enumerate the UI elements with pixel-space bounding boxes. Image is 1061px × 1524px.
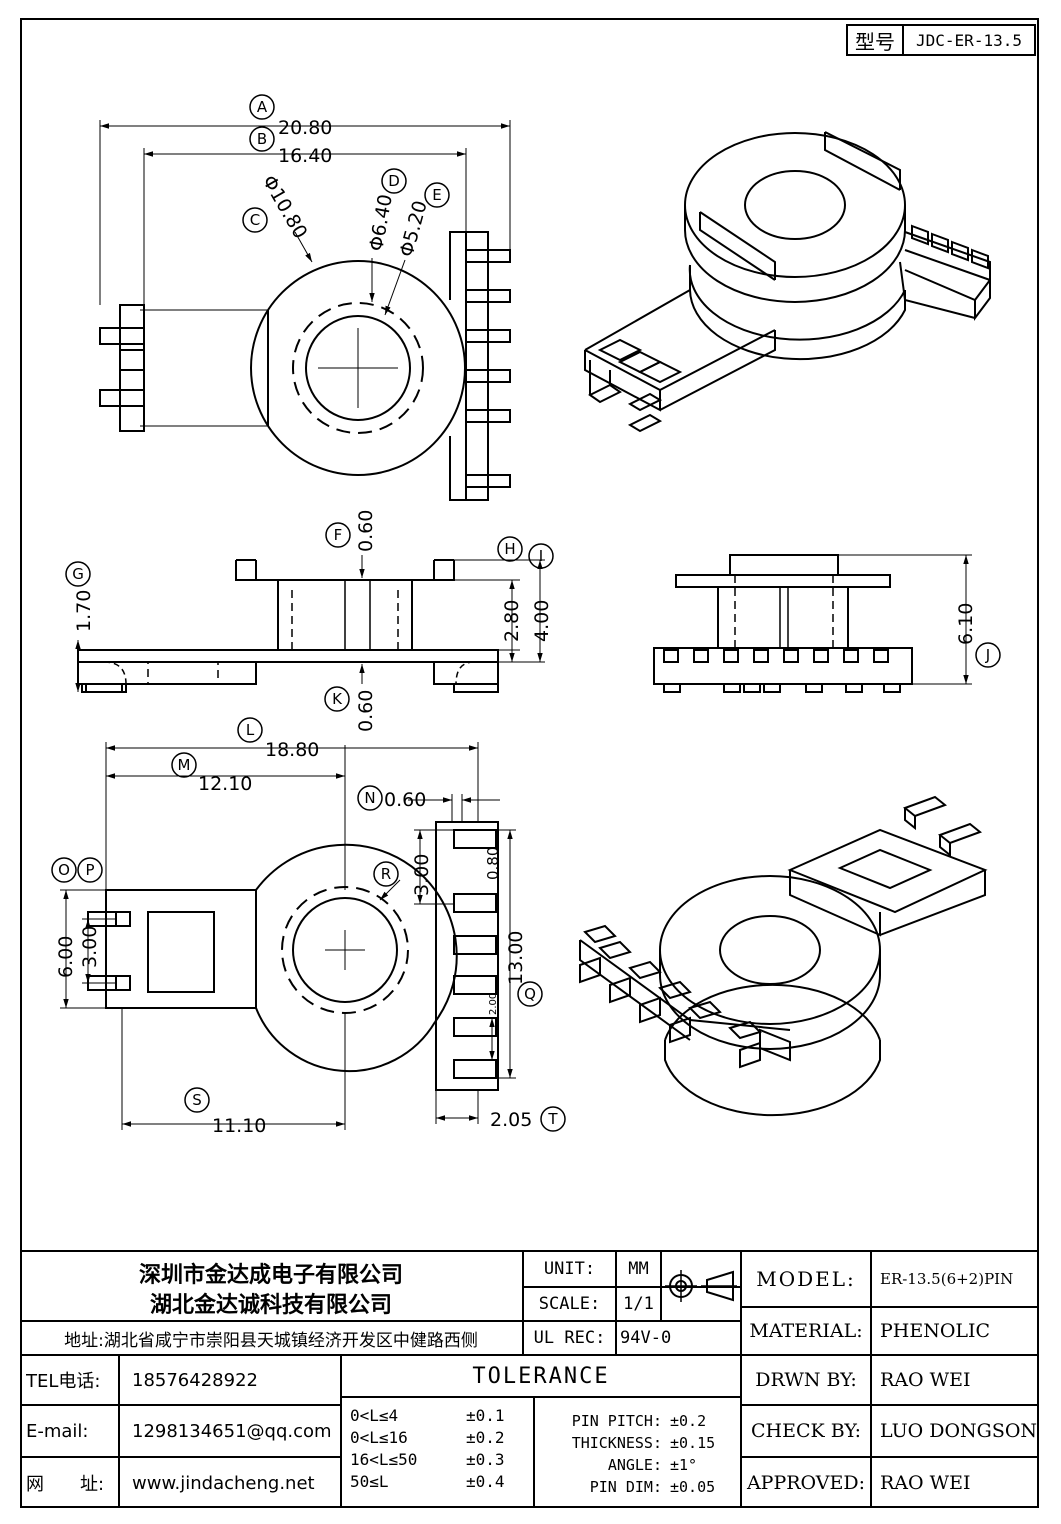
ulrec-label: UL REC: xyxy=(533,1328,606,1348)
dim-I-value: 4.00 xyxy=(531,600,553,642)
side-view xyxy=(653,554,972,693)
tag-Q: Q xyxy=(524,985,536,1003)
dim-O-value: 6.00 xyxy=(55,936,77,978)
scale-label: SCALE: xyxy=(538,1294,601,1314)
tag-B: B xyxy=(257,130,267,148)
tol-range: 0<L≤16 xyxy=(350,1427,408,1447)
tag-H: H xyxy=(504,540,515,558)
spec-value: ±0.15 xyxy=(670,1434,716,1452)
email-label: E-mail: xyxy=(26,1420,89,1442)
approved-value: RAO WEI xyxy=(880,1472,971,1494)
dim-B-value: 16.40 xyxy=(278,145,332,167)
spec-value: ±0.2 xyxy=(670,1412,707,1430)
dim-K-value: 0.60 xyxy=(355,690,377,732)
email-value: 1298134651@qq.com xyxy=(132,1420,332,1442)
tol-range: 0<L≤4 xyxy=(350,1405,399,1425)
tolerance-table: 0<L≤4 ±0.1 0<L≤16 ±0.2 16<L≤50 ±0.3 50≤L… xyxy=(350,1404,530,1504)
dim-F-value: 0.60 xyxy=(355,510,377,552)
dim-Q-value: 13.00 xyxy=(505,931,527,985)
unit-label: UNIT: xyxy=(543,1259,596,1279)
tol-range: 16<L≤50 xyxy=(350,1449,418,1469)
web-label: 网 址: xyxy=(26,1474,105,1495)
isometric-view-top xyxy=(584,131,991,433)
company-name-1: 深圳市金达成电子有限公司 xyxy=(138,1263,403,1288)
tol-range: 50≤L xyxy=(350,1471,389,1491)
header-model-label: 型号 xyxy=(848,26,904,54)
check-label: CHECK BY: xyxy=(751,1420,861,1442)
dim-D-value: Φ6.40 xyxy=(365,193,397,253)
tag-G: G xyxy=(72,565,84,583)
tag-O: O xyxy=(58,861,70,879)
tag-K: K xyxy=(332,690,343,708)
tag-E: E xyxy=(432,186,441,204)
ulrec-value: 94V-0 xyxy=(620,1328,672,1348)
front-view xyxy=(75,555,545,693)
dim-C-value: Φ10.80 xyxy=(258,172,312,243)
spec-label: ANGLE: xyxy=(607,1456,662,1474)
company-address: 地址:湖北省咸宁市崇阳县天城镇经济开发区中健路西侧 xyxy=(64,1330,478,1351)
tel-label: TEL电话: xyxy=(26,1371,101,1392)
tag-M: M xyxy=(178,756,191,774)
drwn-label: DRWN BY: xyxy=(755,1369,857,1391)
spec-table: PIN PITCH: ±0.2 THICKNESS: ±0.15 ANGLE: … xyxy=(538,1410,738,1506)
tol-value: ±0.1 xyxy=(466,1405,505,1425)
check-value: LUO DONGSONG xyxy=(880,1420,1038,1442)
tag-A: A xyxy=(257,98,268,116)
dim-H-value: 2.80 xyxy=(501,600,523,642)
drawing-frame xyxy=(20,18,1039,1508)
dim-G-value: 1.70 xyxy=(73,590,95,632)
tag-T: T xyxy=(547,1110,558,1128)
material-value: PHENOLIC xyxy=(880,1320,991,1342)
tel-value: 18576428922 xyxy=(132,1369,258,1391)
tag-S: S xyxy=(192,1091,202,1109)
spec-value: ±0.05 xyxy=(670,1478,716,1496)
dim-T-value: 2.05 xyxy=(490,1109,532,1131)
dim-Q-small: 2.00 xyxy=(488,993,499,1015)
dim-N-value: 0.60 xyxy=(384,789,426,811)
tag-D: D xyxy=(388,172,400,190)
dim-M-value: 12.10 xyxy=(198,773,252,795)
material-label: MATERIAL: xyxy=(749,1320,863,1342)
tol-value: ±0.4 xyxy=(466,1471,505,1491)
dim-R-value-1: 3.00 xyxy=(411,854,433,896)
dim-P-value: 3.00 xyxy=(79,926,101,968)
company-name-2: 湖北金达诚科技有限公司 xyxy=(149,1293,392,1318)
tag-I: I xyxy=(539,547,543,565)
spec-label: PIN DIM: xyxy=(589,1478,662,1496)
isometric-view-bottom xyxy=(579,795,988,1117)
header-model-box: 型号 JDC-ER-13.5 xyxy=(846,24,1036,56)
unit-value: MM xyxy=(628,1259,649,1279)
spec-label: PIN PITCH: xyxy=(571,1412,662,1430)
tag-R: R xyxy=(381,865,391,883)
tag-L: L xyxy=(246,721,255,739)
tag-P: P xyxy=(85,861,94,879)
tolerance-title: TOLERANCE xyxy=(472,1363,610,1389)
tag-F: F xyxy=(334,526,343,544)
drwn-value: RAO WEI xyxy=(880,1369,971,1391)
dim-E-value: Φ5.20 xyxy=(396,198,432,259)
spec-value: ±1° xyxy=(670,1456,698,1474)
bottom-view xyxy=(60,742,516,1130)
tag-J: J xyxy=(985,646,990,664)
header-model-value: JDC-ER-13.5 xyxy=(916,30,1022,50)
tag-C: C xyxy=(250,211,260,229)
top-view xyxy=(99,120,511,501)
web-value: www.jindacheng.net xyxy=(132,1472,315,1494)
dim-R-value-2: 0.80 xyxy=(484,847,502,880)
tag-N: N xyxy=(364,789,375,807)
title-block: 深圳市金达成电子有限公司 湖北金达诚科技有限公司 地址:湖北省咸宁市崇阳县天城镇… xyxy=(20,1250,1039,1508)
dim-J-value: 6.10 xyxy=(955,603,977,645)
projection-symbol-icon xyxy=(665,1270,737,1302)
dim-S-value: 11.10 xyxy=(212,1115,266,1137)
model-label: MODEL: xyxy=(756,1267,856,1291)
approved-label: APPROVED: xyxy=(746,1472,866,1494)
dim-L-value: 18.80 xyxy=(265,739,319,761)
tol-value: ±0.2 xyxy=(466,1427,505,1447)
scale-value: 1/1 xyxy=(623,1294,654,1314)
model-value: ER-13.5(6+2)PIN xyxy=(880,1270,1014,1288)
tol-value: ±0.3 xyxy=(466,1449,505,1469)
spec-label: THICKNESS: xyxy=(571,1434,662,1452)
technical-drawing: A B C D E F G H I J K L M N O P R Q S T … xyxy=(51,94,1001,1137)
dim-A-value: 20.80 xyxy=(278,117,332,139)
